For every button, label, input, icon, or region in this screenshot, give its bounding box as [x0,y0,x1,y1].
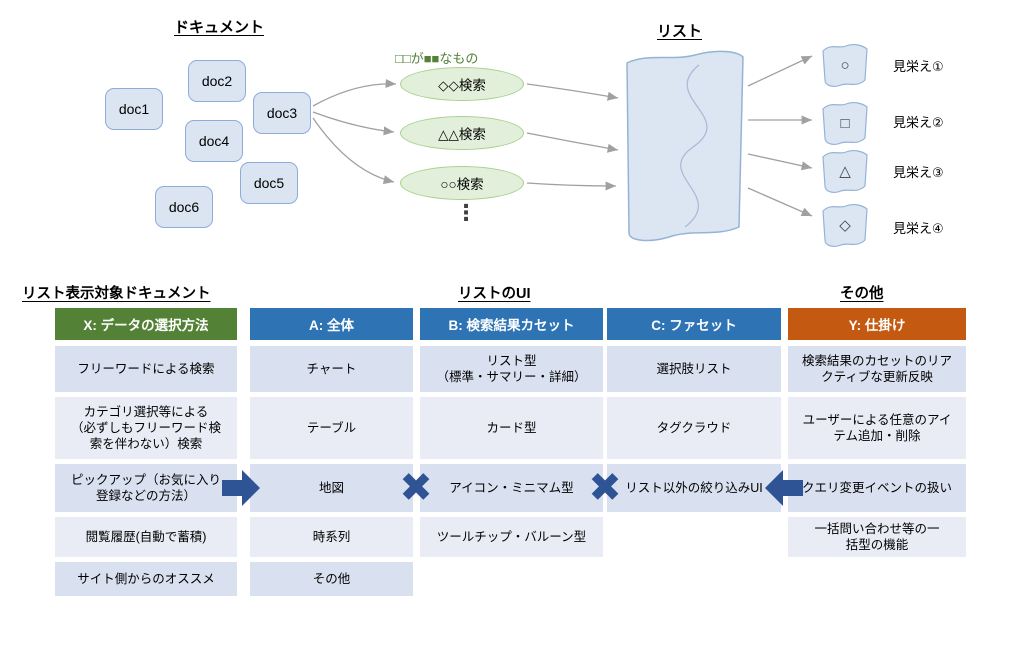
diamond-symbol: ◇ [839,217,851,234]
column-header-y: Y: 仕掛け [788,308,966,340]
appearance-scroll-1: ○ [818,40,872,90]
search-ellipse-1: ◇◇検索 [400,67,524,101]
doc-box-5: doc5 [240,162,298,204]
column-c-facet: C: ファセット 選択肢リスト タグクラウド リスト以外の絞り込みUI [607,308,781,626]
scroll-shape [822,149,868,193]
doc-box-6: doc6 [155,186,213,228]
column-header-x: X: データの選択方法 [55,308,237,340]
more-searches-ellipsis: ⋮ [455,200,477,225]
doc-box-4: doc4 [185,120,243,162]
list-title: リスト [657,23,703,40]
search-ellipse-2: △△検索 [400,116,524,150]
matrix-cell: ピックアップ（お気に入り 登録などの方法） [55,464,237,512]
cross-connector-icon: ✖ [399,466,433,510]
column-header-b: B: 検索結果カセット [420,308,603,340]
matrix-cell: カテゴリ選択等による （必ずしもフリーワード検 索を伴わない）検索 [55,397,237,459]
appearance-label-3: 見栄え③ [893,165,944,180]
doc-box-1: doc1 [105,88,163,130]
matrix-cell: タグクラウド [607,397,781,459]
arrow-search3-to-list [526,181,617,191]
matrix-cell: フリーワードによる検索 [55,346,237,392]
appearance-label-1: 見栄え① [893,59,944,74]
matrix-cell: 時系列 [250,517,413,557]
triangle-symbol: △ [839,163,851,180]
documents-title: ドキュメント [174,19,265,36]
appearance-label-4: 見栄え④ [893,221,944,236]
matrix-cell: 選択肢リスト [607,346,781,392]
arrow-doc-to-search-3 [312,117,395,185]
search-ellipse-3: ○○検索 [400,166,524,200]
scroll-shape [822,101,868,145]
column-b-search-result-cassette: B: 検索結果カセット リスト型 （標準・サマリー・詳細） カード型 アイコン・… [420,308,603,626]
arrow-search2-to-list [526,132,619,153]
arrow-doc-to-search-1 [312,78,397,107]
matrix-cell: クエリ変更イベントの扱い [788,464,966,512]
doc-box-2: doc2 [188,60,246,102]
group-heading-other: その他 [840,286,884,302]
matrix-cell: カード型 [420,397,603,459]
category-matrix: リスト表示対象ドキュメント リストのUI その他 X: データの選択方法 フリー… [0,278,1024,648]
doc-box-3: doc3 [253,92,311,134]
column-header-a: A: 全体 [250,308,413,340]
appearance-label-2: 見栄え② [893,115,944,130]
matrix-cell: ツールチップ・バルーン型 [420,517,603,557]
matrix-cell: サイト側からのオススメ [55,562,237,596]
square-symbol: □ [840,114,850,132]
matrix-cell: 一括問い合わせ等の一 括型の機能 [788,517,966,557]
appearance-scroll-2: □ [818,98,872,148]
column-y-mechanism: Y: 仕掛け 検索結果のカセットのリア クティブな更新反映 ユーザーによる任意の… [788,308,966,626]
group-heading-documents: リスト表示対象ドキュメント [22,286,211,302]
matrix-cell: テーブル [250,397,413,459]
list-scroll-squiggle [680,64,708,228]
scroll-shape [822,203,868,247]
group-heading-list-ui: リストのUI [458,286,531,302]
appearance-scroll-4: ◇ [818,200,872,250]
matrix-cell: 地図 [250,464,413,512]
appearance-scroll-3: △ [818,146,872,196]
matrix-cell: リスト以外の絞り込みUI [607,464,781,512]
matrix-cell: アイコン・ミニマム型 [420,464,603,512]
matrix-cell: チャート [250,346,413,392]
condition-label: □□が■■なもの [395,51,479,66]
matrix-cell: その他 [250,562,413,596]
column-x-data-selection: X: データの選択方法 フリーワードによる検索 カテゴリ選択等による （必ずしも… [55,308,237,626]
column-header-c: C: ファセット [607,308,781,340]
matrix-cell: ユーザーによる任意のアイ テム追加・削除 [788,397,966,459]
matrix-cell: 閲覧履歴(自動で蓄積) [55,517,237,557]
flow-arrow-left-icon [765,470,803,506]
cross-connector-icon: ✖ [588,466,622,510]
flow-arrow-right-icon [222,470,260,506]
scroll-shape [822,43,868,87]
circle-symbol: ○ [840,56,850,74]
arrow-search1-to-list [526,83,619,101]
matrix-cell: 検索結果のカセットのリア クティブな更新反映 [788,346,966,392]
flow-diagram: ドキュメント doc1 doc2 doc3 doc4 doc5 doc6 □□が… [0,0,1024,276]
column-a-whole: A: 全体 チャート テーブル 地図 時系列 その他 [250,308,413,626]
arrow-doc-to-search-2 [312,111,395,136]
list-scroll-shape [626,50,744,242]
matrix-cell: リスト型 （標準・サマリー・詳細） [420,346,603,392]
